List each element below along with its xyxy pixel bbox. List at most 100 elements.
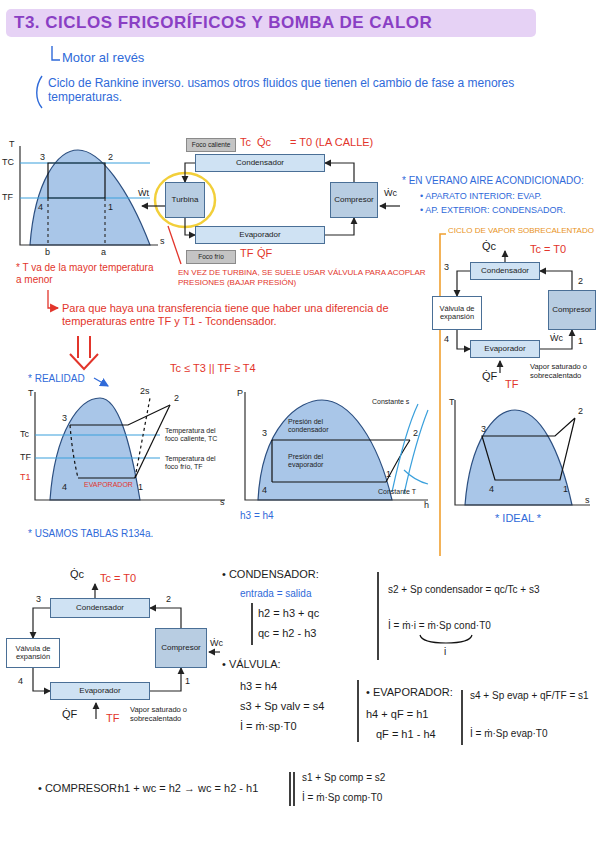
valve-box: Válvula de expansión (6, 638, 60, 668)
flow-line (325, 218, 354, 235)
heat-exchanger-box: Evaporador (195, 226, 325, 244)
note-text: qc = h2 - h3 (258, 627, 316, 640)
note-text: • EVAPORADOR: (366, 686, 453, 699)
note-text: h4 + qF = h1 (366, 708, 428, 721)
note-text: 4 (262, 485, 267, 496)
note-text: Ẇt (138, 188, 149, 199)
ph-diagram (404, 470, 428, 484)
orange-divider (440, 234, 446, 556)
note-text: 3 (481, 424, 486, 435)
node-label: Condensador (481, 267, 529, 276)
ts-diagram (20, 146, 158, 245)
flow-line (540, 330, 572, 349)
heat-arrow (95, 703, 96, 719)
note-text: 2 (108, 152, 113, 163)
ts-diagram (48, 198, 105, 245)
equation-bars (252, 572, 462, 806)
machine-box: Compresor (330, 182, 378, 218)
note-text: s3 + Sp valv = s4 (240, 700, 324, 713)
note-text: TC (2, 157, 14, 168)
note-text: 3 (62, 413, 67, 424)
note-text: 1 (185, 676, 190, 687)
title-highlight (6, 9, 536, 37)
blue-arrow (94, 378, 108, 386)
node-label: Compresor (334, 196, 374, 205)
valve-box: Válvula de expansión (432, 296, 482, 330)
note-text: TF (106, 712, 119, 725)
note-text: Tc = T0 (100, 572, 136, 585)
ph-diagram (245, 392, 428, 500)
flow-line (150, 608, 181, 628)
note-text: İ = ṁ·sp·T0 (240, 720, 297, 733)
note-text: İ = ṁ·i = ṁ·Sp cond·T0 (388, 620, 491, 632)
note-text: s (220, 497, 225, 508)
equation-bars (357, 680, 359, 742)
work-arrow (380, 205, 400, 206)
note-text: Q̇F (257, 247, 272, 260)
note-text: h3 = h4 (240, 510, 274, 522)
ts-real-diagram (35, 392, 225, 500)
ph-diagram (245, 392, 428, 500)
note-text: Q̇c (70, 568, 84, 581)
note-text: TF (240, 247, 253, 260)
note-text: Ciclo de Rankine inverso. usamos otros f… (48, 76, 528, 105)
note-text: s (160, 236, 165, 247)
machine-box: Compresor (548, 290, 596, 330)
node-label: Condensador (236, 159, 284, 168)
node-label: Válvula de expansión (435, 305, 479, 322)
flow-line (540, 271, 572, 290)
heat-arrow (504, 251, 505, 262)
equation-bars (251, 603, 253, 645)
node-label: Foco frío (198, 253, 224, 260)
note-text: 4 (18, 676, 23, 687)
note-text: 3 (40, 152, 45, 163)
note-text: Tc = T0 (530, 243, 566, 256)
note-text: 1 (138, 482, 143, 493)
note-text: 4 (62, 482, 67, 493)
note-text: 3 (262, 428, 267, 439)
note-text: Constante T (378, 488, 416, 496)
note-text: 2 (166, 594, 171, 605)
note-text: EVAPORADOR (84, 481, 133, 489)
ts-real-diagram (78, 477, 135, 478)
note-text: T (28, 388, 34, 399)
note-text: * REALIDAD (28, 373, 85, 385)
flow-line (457, 271, 470, 296)
note-text: T1 (20, 472, 31, 483)
note-text: s (585, 495, 590, 506)
heat-arrow (209, 651, 220, 652)
note-text: • APARATO INTERIOR: EVAP. (420, 191, 542, 202)
ph-diagram (392, 404, 428, 494)
reservoir-band: Foco caliente (186, 138, 236, 152)
red-leader (168, 226, 181, 264)
ts-real-diagram (70, 425, 78, 478)
ts-real-diagram (50, 398, 140, 500)
note-text: TF (2, 192, 13, 203)
note-text: • COMPRESOR: (38, 782, 120, 795)
note-text: Ẇc (210, 638, 223, 649)
brace (420, 635, 472, 643)
heat-exchanger-box: Evaporador (50, 682, 150, 700)
note-text: = T0 (LA CALLE) (290, 136, 373, 149)
brace (420, 635, 472, 643)
note-text: * USAMOS TABLAS R134a. (28, 528, 153, 540)
note-text: Q̇F (482, 370, 497, 383)
note-text: Q̇F (62, 708, 77, 721)
note-text: 3 (36, 594, 41, 605)
node-label: Evaporador (484, 345, 525, 354)
note-text: Temperatura del foco frío, TF (165, 455, 223, 472)
flow-line (185, 218, 195, 235)
bracket (37, 76, 42, 108)
note-text: Presión del condensador (288, 418, 348, 435)
flow-line (33, 608, 50, 638)
ts-diagram (20, 146, 158, 245)
node-label: Evaporador (239, 231, 280, 240)
note-text: 1 (578, 336, 583, 347)
ts-diagram (20, 163, 150, 198)
note-text: Tc (20, 429, 29, 440)
node-label: Turbina (172, 196, 199, 205)
note-text: P (237, 388, 243, 399)
red-leader (70, 354, 98, 369)
note-text: h3 = h4 (240, 680, 277, 693)
